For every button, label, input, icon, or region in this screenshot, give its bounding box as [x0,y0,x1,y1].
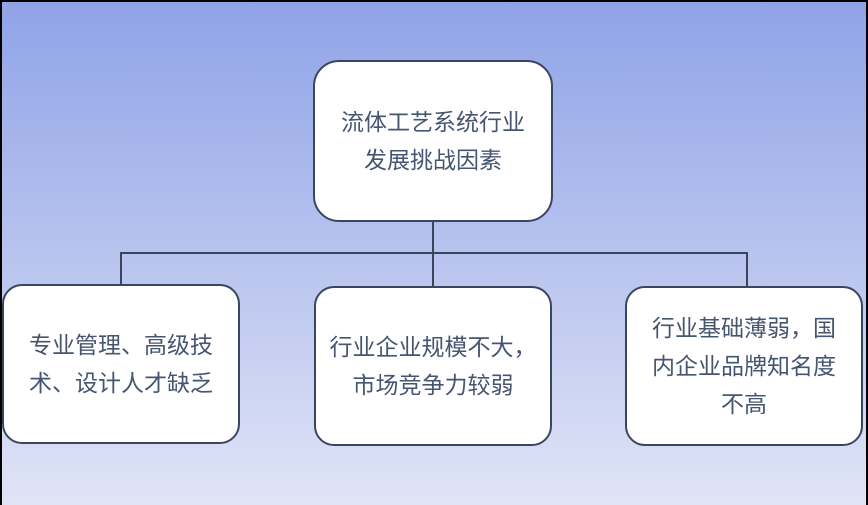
connector-drop-mid [432,252,434,287]
connector-root-stub [432,220,434,255]
root-node: 流体工艺系统行业 发展挑战因素 [313,60,553,222]
connector-horizontal [120,252,748,254]
child-node-talent: 专业管理、高级技 术、设计人才缺乏 [2,284,240,444]
connector-drop-right [746,252,748,287]
child-node-brand: 行业基础薄弱，国 内企业品牌知名度 不高 [625,286,863,446]
child-node-label: 专业管理、高级技 术、设计人才缺乏 [29,332,213,396]
root-node-label: 流体工艺系统行业 发展挑战因素 [341,109,525,173]
child-node-label: 行业企业规模不大， 市场竞争力较弱 [329,334,537,398]
child-node-label: 行业基础薄弱，国 内企业品牌知名度 不高 [652,315,836,417]
child-node-scale: 行业企业规模不大， 市场竞争力较弱 [314,286,552,446]
connector-drop-left [120,252,122,285]
